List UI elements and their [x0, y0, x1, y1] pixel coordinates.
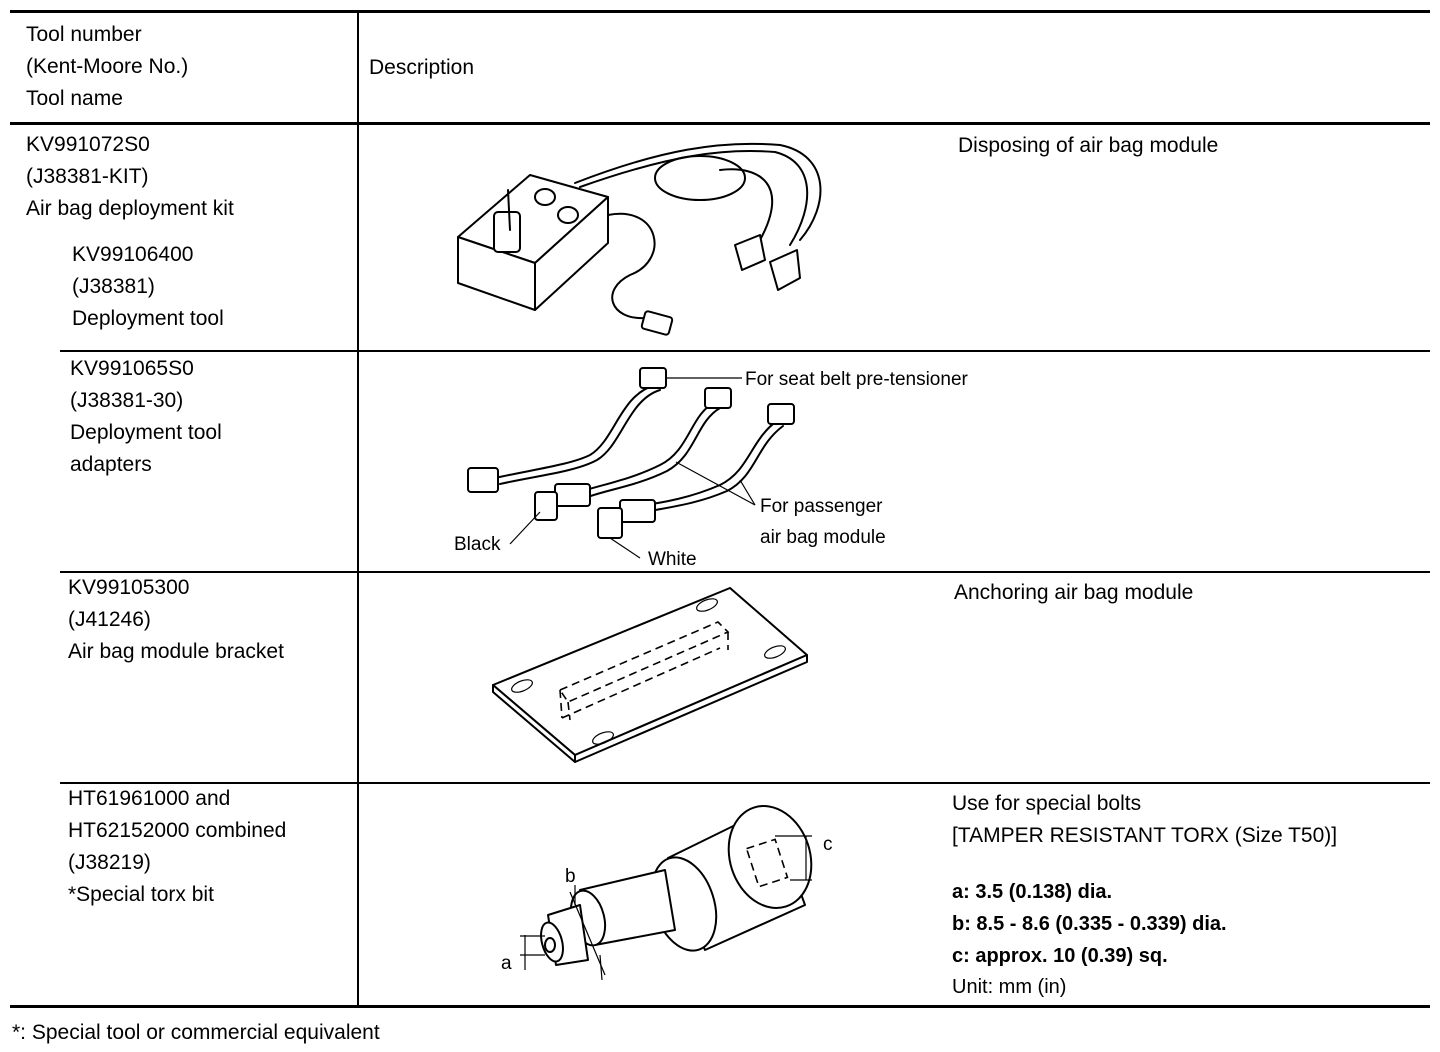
row1-tool-info: KV991072S0 (J38381-KIT) Air bag deployme… [26, 129, 234, 225]
table-top-rule [10, 10, 1430, 13]
row4-tool-number-1: HT61961000 and [68, 787, 231, 810]
footnote: *: Special tool or commercial equivalent [12, 1021, 380, 1044]
row3-kent-moore: (J41246) [68, 608, 151, 631]
row-divider-1 [60, 350, 1430, 352]
header-kent-moore: (Kent-Moore No.) [26, 55, 189, 78]
label-white: White [648, 549, 697, 570]
row3-description: Anchoring air bag module [954, 581, 1194, 604]
row1-kent-moore: (J38381-KIT) [26, 165, 149, 188]
dim-label-a: a [501, 953, 512, 974]
row4-tool-number-2: HT62152000 combined [68, 819, 287, 842]
spec-a: a: 3.5 (0.138) dia. [952, 881, 1113, 903]
row1-sub-kent-moore: (J38381) [72, 275, 155, 298]
row4-tool-name: *Special torx bit [68, 883, 214, 906]
table-bottom-rule [10, 1005, 1430, 1008]
header-tool-name: Tool name [26, 87, 123, 110]
row4-unit: Unit: mm (in) [952, 976, 1067, 998]
row-divider-3 [60, 782, 1430, 784]
dim-label-c: c [823, 834, 833, 855]
row3-tool-number: KV99105300 [68, 576, 190, 599]
row1-sub-tool-info: KV99106400 (J38381) Deployment tool [72, 239, 224, 335]
row2-tool-name-cont: adapters [70, 453, 152, 476]
label-passenger-1: For passenger [760, 496, 883, 517]
row3-tool-info: KV99105300 (J41246) Air bag module brack… [68, 572, 284, 668]
header-tool-number: Tool number [26, 23, 142, 46]
row-divider-2 [60, 571, 1430, 573]
label-passenger-2: air bag module [760, 527, 886, 548]
row4-description-line2: [TAMPER RESISTANT TORX (Size T50)] [952, 824, 1338, 847]
row2-tool-number: KV991065S0 [70, 357, 194, 380]
dim-label-b: b [565, 866, 576, 887]
spec-b: b: 8.5 - 8.6 (0.335 - 0.339) dia. [952, 913, 1227, 935]
row2-kent-moore: (J38381-30) [70, 389, 184, 412]
row3-tool-name: Air bag module bracket [68, 640, 284, 663]
header-rule [10, 122, 1430, 125]
label-seat-belt: For seat belt pre-tensioner [745, 369, 968, 390]
row1-description: Disposing of air bag module [958, 134, 1219, 157]
label-black: Black [454, 534, 501, 555]
row2-tool-info: KV991065S0 (J38381-30) Deployment tool a… [70, 353, 222, 481]
row4-description: Use for special bolts [TAMPER RESISTANT … [952, 788, 1337, 852]
row4-kent-moore: (J38219) [68, 851, 151, 874]
row1-tool-number: KV991072S0 [26, 133, 150, 156]
row1-sub-tool-name: Deployment tool [72, 307, 224, 330]
row1-sub-tool-number: KV99106400 [72, 243, 194, 266]
description-column-header: Description [369, 56, 475, 79]
column-divider [357, 12, 359, 1007]
spec-c: c: approx. 10 (0.39) sq. [952, 945, 1168, 967]
row4-tool-info: HT61961000 and HT62152000 combined (J382… [68, 783, 286, 911]
tool-column-header: Tool number (Kent-Moore No.) Tool name [26, 19, 188, 115]
row1-tool-name: Air bag deployment kit [26, 197, 234, 220]
row4-specs: a: 3.5 (0.138) dia. b: 8.5 - 8.6 (0.335 … [952, 876, 1227, 972]
row2-tool-name: Deployment tool [70, 421, 222, 444]
row4-description-line1: Use for special bolts [952, 792, 1142, 815]
